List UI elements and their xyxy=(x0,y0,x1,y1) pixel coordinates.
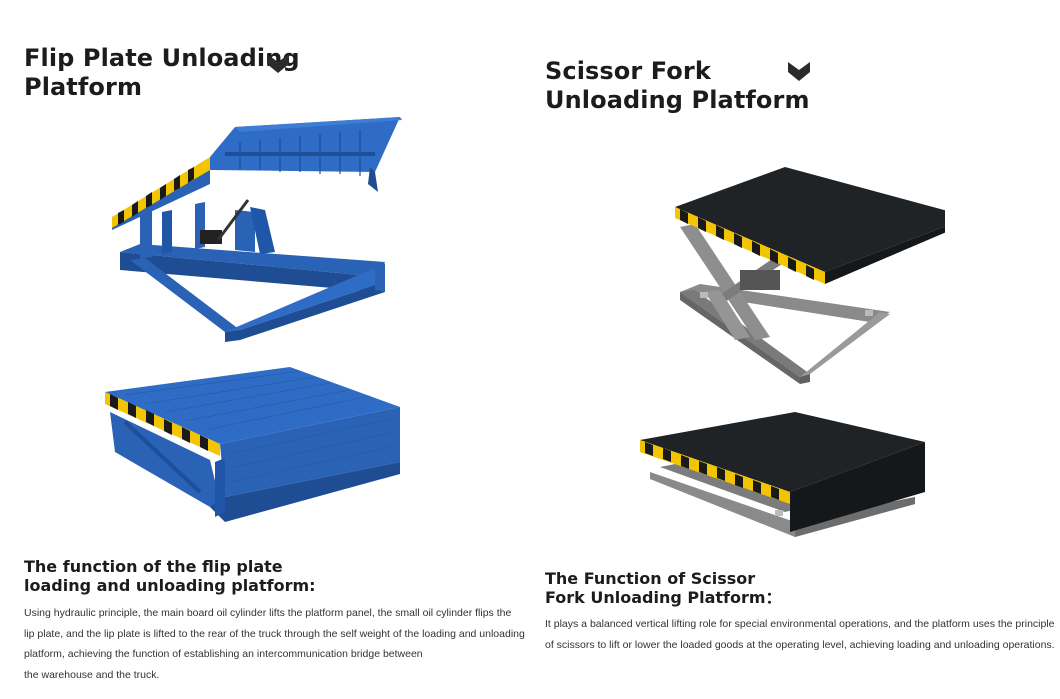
scissor-fork-function-heading: The Function of Scissor Fork Unloading P… xyxy=(545,569,782,607)
chevron-down-icon xyxy=(267,54,289,73)
heading-line: loading and unloading platform: xyxy=(24,576,316,595)
scissor-fork-description: It plays a balanced vertical lifting rol… xyxy=(545,614,1055,655)
scissor-fork-section: Scissor Fork Unloading Platform xyxy=(530,0,1060,699)
flip-plate-description: Using hydraulic principle, the main boar… xyxy=(24,603,525,685)
flip-plate-platform-lowered-image xyxy=(105,367,400,522)
title-line: Flip Plate Unloading xyxy=(24,44,300,72)
scissor-fork-title: Scissor Fork Unloading Platform xyxy=(545,57,810,115)
heading-line: Fork Unloading Platform： xyxy=(545,588,782,607)
flip-plate-platform-raised-image xyxy=(112,117,402,342)
scissor-fork-platform-raised-image xyxy=(675,167,945,384)
flip-plate-function-heading: The function of the flip plate loading a… xyxy=(24,557,316,595)
description-line: of scissors to lift or lower the loaded … xyxy=(545,638,1055,651)
heading-line: The Function of Scissor xyxy=(545,569,756,588)
description-line: the warehouse and the truck. xyxy=(24,668,160,681)
description-line: Using hydraulic principle, the main boar… xyxy=(24,607,512,619)
chevron-down-icon xyxy=(788,62,810,81)
description-line: lip plate, and the lip plate is lifted t… xyxy=(24,627,525,640)
description-line: platform, achieving the function of esta… xyxy=(24,648,423,661)
title-line: Unloading Platform xyxy=(545,86,810,114)
title-line: Scissor Fork xyxy=(545,57,711,85)
heading-line: The function of the flip plate xyxy=(24,557,283,576)
flip-plate-title: Flip Plate Unloading Platform xyxy=(24,44,300,102)
description-line: It plays a balanced vertical lifting rol… xyxy=(545,618,1055,630)
flip-plate-section: Flip Plate Unloading Platform xyxy=(24,44,525,685)
title-line: Platform xyxy=(24,73,143,101)
scissor-fork-platform-lowered-image xyxy=(640,412,925,537)
